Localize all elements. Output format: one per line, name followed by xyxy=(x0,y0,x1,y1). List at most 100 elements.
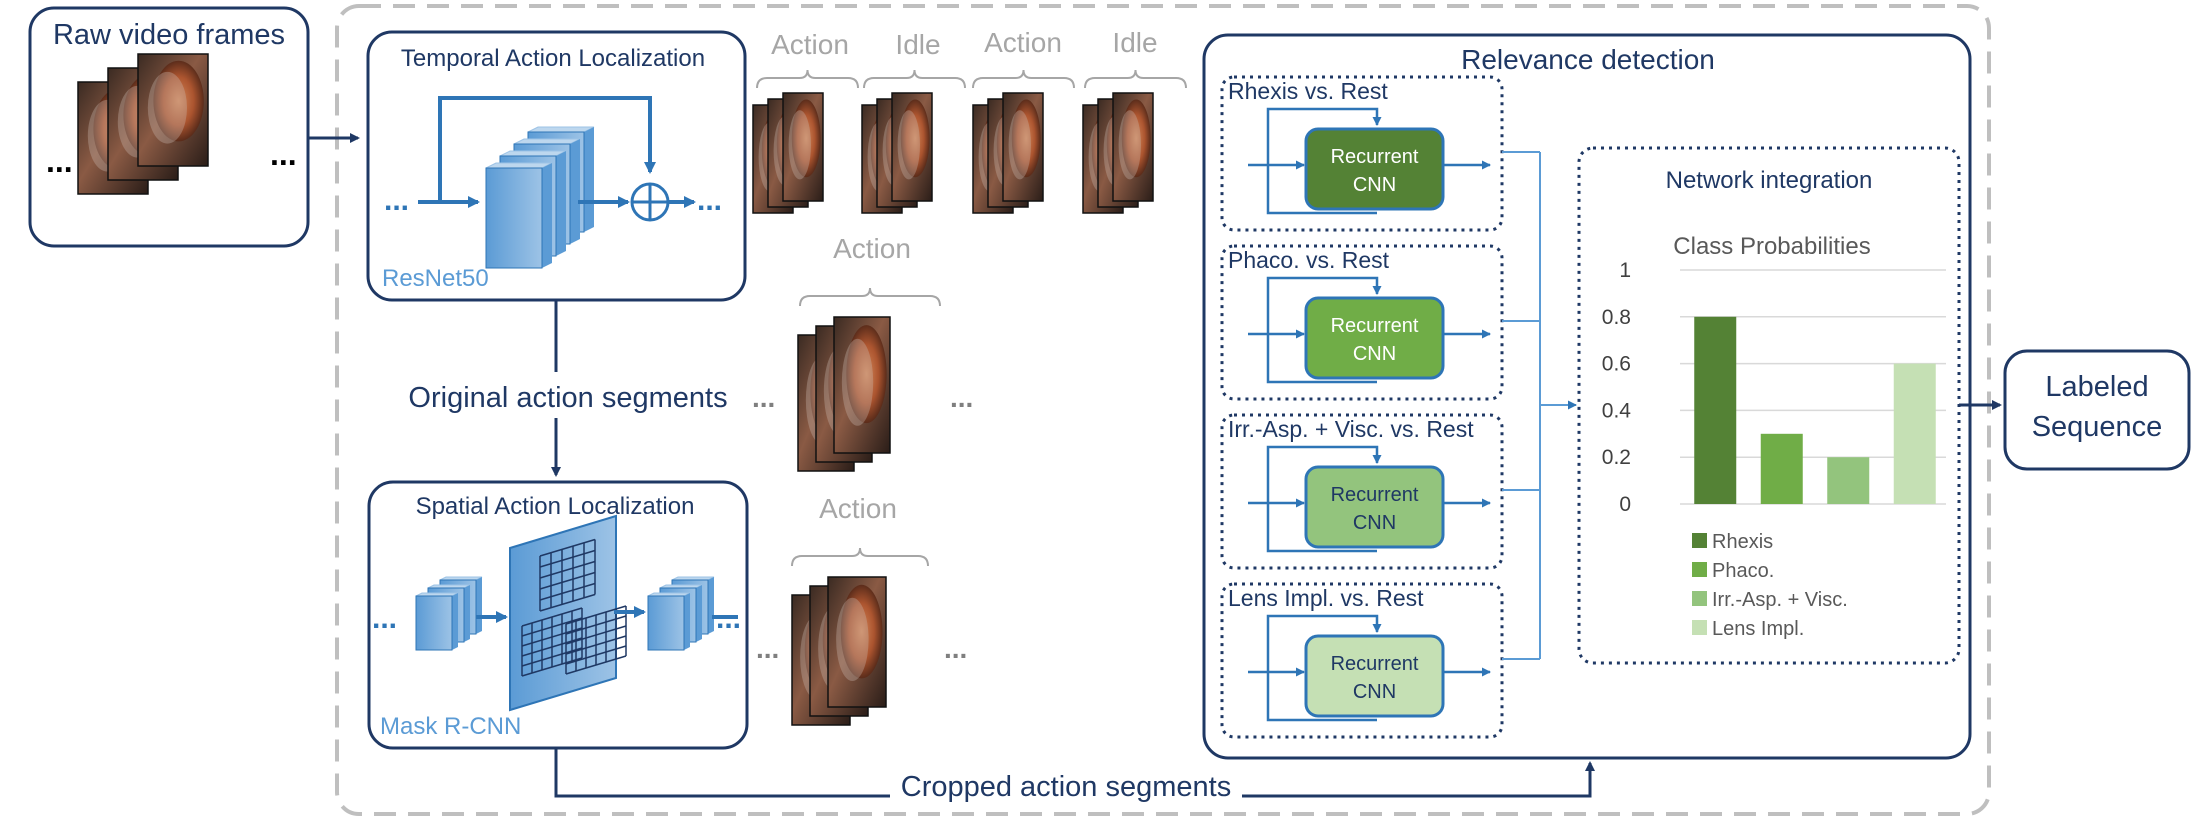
original-action-label: Action xyxy=(833,233,911,264)
residual-add-icon xyxy=(630,182,670,222)
module-title: Irr.-Asp. + Visc. vs. Rest xyxy=(1228,416,1474,442)
video-frame xyxy=(1112,92,1154,202)
original-action-frames xyxy=(797,316,891,472)
chart-title: Class Probabilities xyxy=(1673,233,1870,260)
video-frame xyxy=(891,92,933,202)
pipeline-frame xyxy=(335,4,1991,816)
legend-entry: Rhexis xyxy=(1712,531,1773,553)
video-frame xyxy=(827,576,887,708)
labeled-sequence-box xyxy=(2003,349,2191,471)
relevance-title: Relevance detection xyxy=(1461,44,1715,75)
segment-brace xyxy=(799,287,941,307)
region-proposal-grid xyxy=(509,514,627,712)
recurrent-cnn-label-2: CNN xyxy=(1353,512,1396,534)
segment-labels: Action Idle Action Idle Action Action xyxy=(756,27,1187,567)
mask-rcnn-encoder-layers xyxy=(415,576,483,651)
segment-brace xyxy=(756,69,859,89)
module-title: Rhexis vs. Rest xyxy=(1228,78,1388,104)
cropped-ellipsis-left: ... xyxy=(756,633,779,664)
spatial-title: Spatial Action Localization xyxy=(416,493,695,520)
cropped-segments-label: Cropped action segments xyxy=(901,771,1231,803)
bar-0 xyxy=(1694,316,1737,504)
network-layer xyxy=(415,592,459,651)
y-tick-label: 0 xyxy=(1619,493,1631,516)
network-integration-panel: Network integration Class Probabilities … xyxy=(1577,146,1961,665)
raw-frames-title: Raw video frames xyxy=(53,19,285,51)
module-merge-lines xyxy=(1502,151,1577,660)
resnet50-label: ResNet50 xyxy=(382,265,489,292)
temporal-ellipsis-right: ... xyxy=(697,184,722,217)
recurrent-cnn-label-1: Recurrent xyxy=(1331,315,1419,337)
integration-title: Network integration xyxy=(1666,167,1873,194)
raw-frames-ellipsis-right: ... xyxy=(270,136,297,172)
cropped-ellipsis-right: ... xyxy=(944,633,967,664)
y-tick-label: 1 xyxy=(1619,259,1631,282)
video-frame xyxy=(833,316,891,454)
bar-1 xyxy=(1760,433,1803,504)
recurrent-loop-arrow xyxy=(1266,107,1382,215)
recurrent-loop-arrow xyxy=(1266,445,1382,553)
temporal-ellipsis-left: ... xyxy=(384,184,409,217)
video-frame xyxy=(137,53,209,167)
segment-frames-action-1 xyxy=(752,92,824,214)
labeled-sequence-line-2: Sequence xyxy=(2032,411,2163,443)
legend-swatch xyxy=(1692,591,1707,606)
recurrent-cnn-label-1: Recurrent xyxy=(1331,484,1419,506)
recurrent-cnn-label-1: Recurrent xyxy=(1331,146,1419,168)
segment-braces xyxy=(756,69,1187,567)
legend-entry: Irr.-Asp. + Visc. xyxy=(1712,589,1848,611)
video-frame xyxy=(782,92,824,202)
segment-brace xyxy=(1084,69,1187,89)
segment-brace xyxy=(972,69,1075,89)
y-tick-label: 0.6 xyxy=(1602,353,1631,376)
labeled-sequence-line-1: Labeled xyxy=(2045,371,2148,403)
recurrent-loop-arrow xyxy=(1266,276,1382,384)
segment-frames-action-2 xyxy=(972,92,1044,214)
raw-frame-stack xyxy=(77,53,209,195)
raw-video-frames-panel: Raw video frames ... ... xyxy=(28,6,310,248)
cropped-action-frames xyxy=(791,576,887,726)
bar-2 xyxy=(1827,457,1870,504)
legend-swatch xyxy=(1692,562,1707,577)
legend-entry: Phaco. xyxy=(1712,560,1774,582)
cropped-action-label: Action xyxy=(819,493,897,524)
recurrent-cnn-label-2: CNN xyxy=(1353,174,1396,196)
recurrent-cnn-block xyxy=(1304,465,1445,549)
original-ellipsis-left: ... xyxy=(752,382,775,413)
y-tick-label: 0.4 xyxy=(1602,399,1632,422)
segment-brace xyxy=(863,69,966,89)
y-tick-label: 0.8 xyxy=(1602,306,1631,329)
resnet-layer-stack xyxy=(485,126,595,269)
network-layer xyxy=(485,162,553,269)
mask-rcnn-label: Mask R-CNN xyxy=(380,713,521,740)
segment-brace xyxy=(791,547,929,567)
legend-swatch xyxy=(1692,533,1707,548)
recurrent-cnn-block xyxy=(1304,634,1445,718)
original-segments-label: Original action segments xyxy=(408,382,727,414)
raw-frames-ellipsis-left: ... xyxy=(46,143,73,179)
segment-frames-idle-1 xyxy=(861,92,933,214)
y-tick-label: 0.2 xyxy=(1602,446,1631,469)
segment-label-2: Action xyxy=(984,27,1062,58)
segment-frames-idle-2 xyxy=(1082,92,1154,214)
cropped-segments-label-bg xyxy=(890,766,1242,812)
labeled-sequence-panel: Labeled Sequence xyxy=(2003,349,2191,471)
recurrent-loop-arrow xyxy=(1266,614,1382,722)
module-title: Phaco. vs. Rest xyxy=(1228,247,1390,273)
module-title: Lens Impl. vs. Rest xyxy=(1228,585,1424,611)
temporal-title: Temporal Action Localization xyxy=(401,45,705,72)
recurrent-cnn-block xyxy=(1304,127,1445,211)
temporal-localization-panel: Temporal Action Localization ResNet50 ..… xyxy=(366,30,747,302)
residual-skip-arrow xyxy=(438,96,656,202)
recurrent-cnn-label-1: Recurrent xyxy=(1331,653,1419,675)
recurrent-cnn-label-2: CNN xyxy=(1353,681,1396,703)
segment-label-3: Idle xyxy=(1112,27,1157,58)
spatial-localization-panel: Spatial Action Localization Mask R-CNN .… xyxy=(367,480,749,750)
